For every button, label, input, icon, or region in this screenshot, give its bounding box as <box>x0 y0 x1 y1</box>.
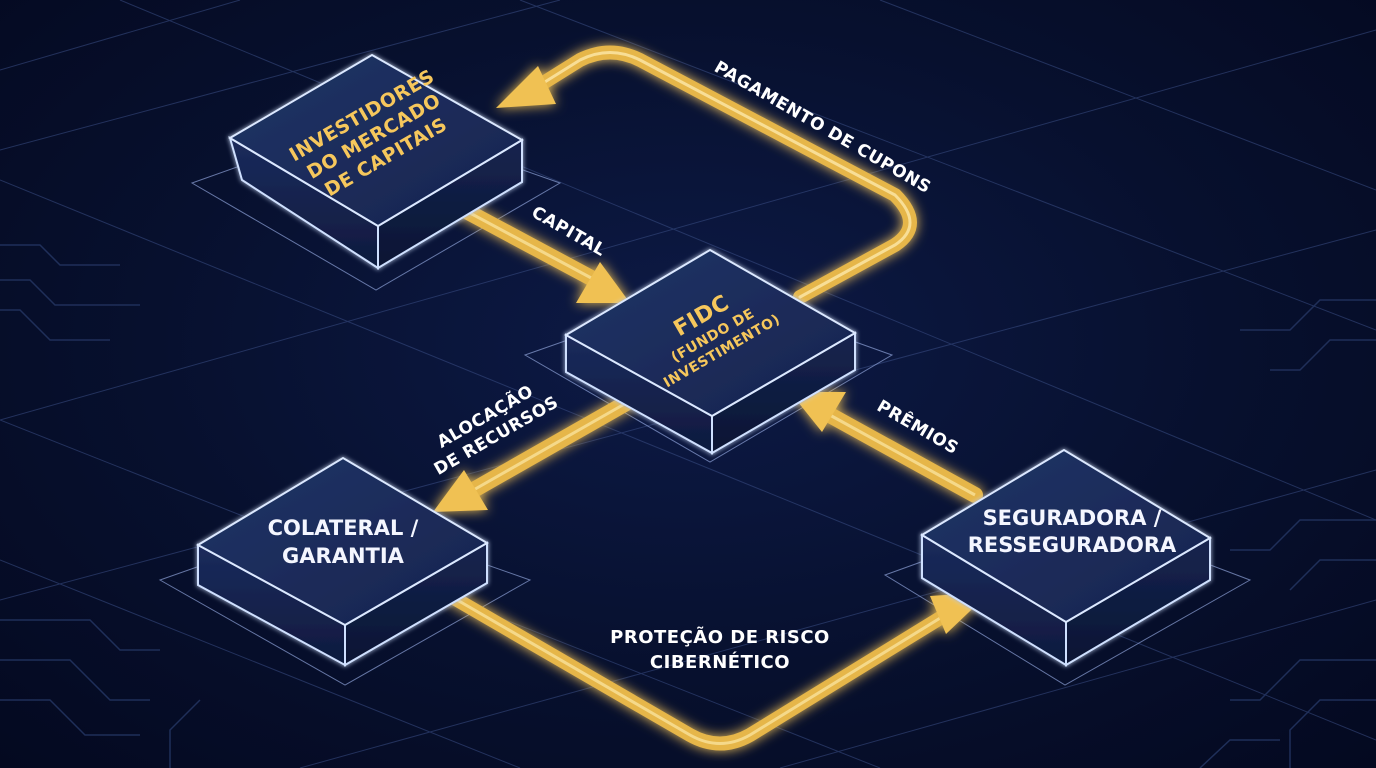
coupon-payment-text: PAGAMENTO DE CUPONS <box>711 57 935 198</box>
capital-arrowhead <box>576 262 630 303</box>
cyber-protection-line-2: CIBERNÉTICO <box>650 651 790 673</box>
capital-arrow <box>447 197 630 303</box>
collateral-label-line-1: COLATERAL / <box>268 516 419 540</box>
coupon-payment-label: PAGAMENTO DE CUPONS <box>711 57 935 198</box>
resource-allocation-label: ALOCAÇÃO DE RECURSOS <box>431 379 562 480</box>
collateral-label-line-2: GARANTIA <box>282 544 405 568</box>
fidc-box <box>563 248 858 455</box>
resource-allocation-arrow <box>433 390 643 512</box>
collateral-label: COLATERAL / GARANTIA <box>268 516 419 568</box>
investors-box <box>228 53 524 270</box>
insurer-box <box>920 448 1212 667</box>
cyber-protection-line-1: PROTEÇÃO DE RISCO <box>610 625 830 648</box>
coupon-arrowhead <box>496 66 556 108</box>
premiums-arrow <box>790 392 983 503</box>
insurer-label: SEGURADORA / RESSEGURADORA <box>968 506 1177 557</box>
insurer-label-line-2: RESSEGURADORA <box>968 533 1177 557</box>
allocation-arrowhead <box>433 470 488 512</box>
cyber-protection-label: PROTEÇÃO DE RISCO CIBERNÉTICO <box>610 625 830 673</box>
coupon-payment-arrow <box>496 45 917 304</box>
insurer-label-line-1: SEGURADORA / <box>983 506 1162 530</box>
collateral-box <box>195 456 489 667</box>
circuit-traces <box>0 244 1376 768</box>
premiums-arrowhead <box>790 392 846 432</box>
